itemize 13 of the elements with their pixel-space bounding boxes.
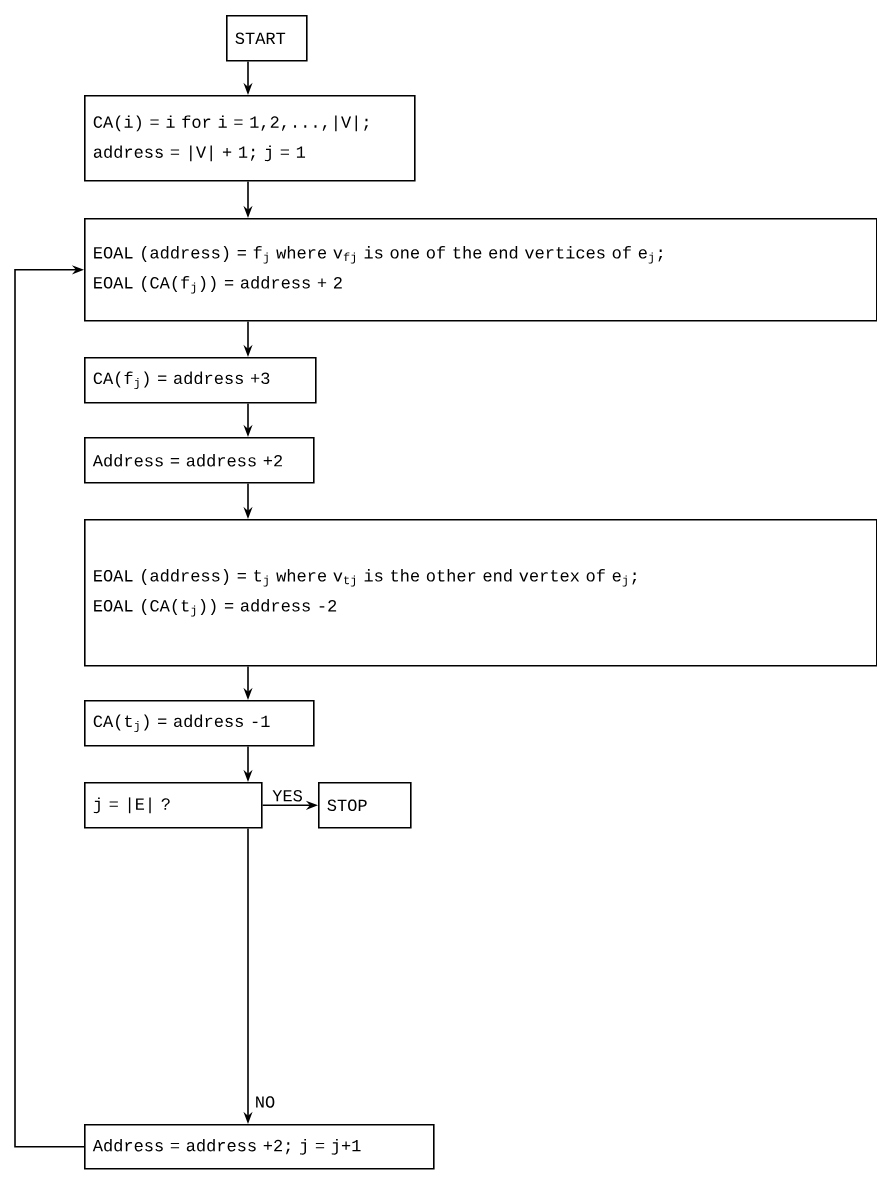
process-box: Address = address +2	[84, 437, 315, 484]
process-box: j = |E| ?	[84, 782, 263, 829]
process-box: CA(t$_{j}$) = address -1	[84, 700, 315, 747]
process-box: EOAL (address) = t$_{j}$ where v$_{tj}$ is the other end vertex of e$_{j}$; EOAL (CA(t$_{j}$)) = address -2	[84, 519, 877, 667]
process-box: EOAL (address) = f$_{j}$ where v$_{fj}$ is one of the end vertices of e$_{j}$; EOAL (CA(f$_{j}$)) = address + 2	[84, 218, 877, 322]
edge-label: NO	[252, 1094, 278, 1110]
process-box: Address = address +2; j = j+1	[84, 1124, 435, 1170]
process-box: CA(f$_{j}$) = address +3	[84, 357, 317, 404]
process-box: STOP	[318, 782, 412, 829]
arrow	[14, 265, 85, 1148]
process-box: START	[226, 15, 308, 62]
edge-label: YES	[270, 787, 305, 804]
process-box: CA(i) = i for i = 1,2,...,|V|; address = |V| + 1; j = 1	[84, 95, 416, 182]
